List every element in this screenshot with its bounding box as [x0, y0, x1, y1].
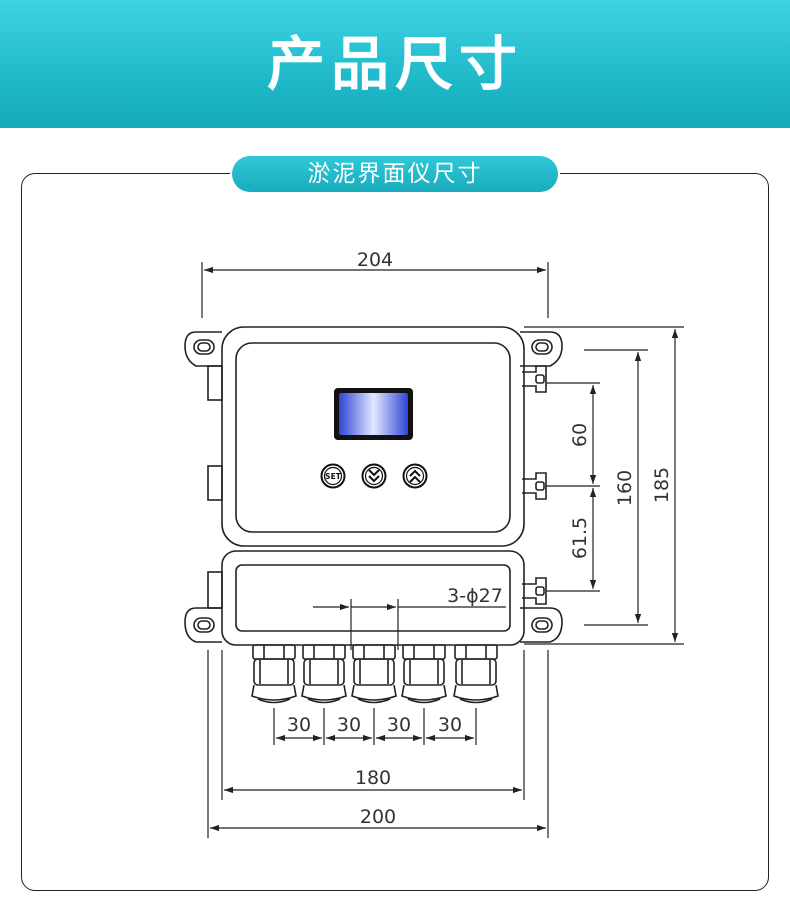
mounting-ear-top-right — [520, 331, 563, 367]
front-panel — [235, 342, 511, 533]
clamp-3 — [522, 577, 547, 605]
dim-gland-spacing: 30 — [438, 714, 462, 736]
clamp-1 — [522, 365, 547, 393]
cable-gland — [251, 644, 297, 704]
terminal-cover — [235, 564, 511, 632]
cable-gland — [453, 644, 499, 704]
cable-gland — [401, 644, 447, 704]
display-screen — [339, 393, 408, 435]
page-title: 产品尺寸 — [266, 30, 523, 98]
dim-mount-height: 160 — [614, 470, 636, 506]
chevron-double-down-icon — [361, 463, 387, 489]
mounting-ear-bottom-right — [520, 607, 563, 643]
dim-gland-spacing: 30 — [387, 714, 411, 736]
cable-gland — [301, 644, 347, 704]
dim-inner-width: 180 — [355, 767, 391, 789]
dim-bottom-width: 200 — [360, 806, 396, 828]
dim-total-height: 185 — [651, 467, 673, 503]
section-title-pill — [232, 156, 558, 192]
header-banner — [0, 0, 790, 128]
section-title: 淤泥界面仪尺寸 — [307, 161, 483, 187]
dim-hole-label: 3-ϕ27 — [447, 585, 503, 607]
dim-top-width: 204 — [357, 249, 393, 271]
dim-hole-spacing-2: 61.5 — [569, 517, 591, 559]
dim-gland-spacing: 30 — [287, 714, 311, 736]
clamp-2 — [522, 472, 547, 500]
set-button-icon — [320, 463, 346, 489]
chevron-double-up-icon — [402, 463, 428, 489]
cable-glands — [251, 644, 499, 704]
dim-gland-spacing: 30 — [337, 714, 361, 736]
dim-hole-spacing-1: 60 — [569, 423, 591, 447]
set-button-label: SET — [325, 472, 342, 481]
upper-housing — [221, 326, 525, 547]
mounting-ear-top-left — [184, 331, 222, 367]
cable-gland — [351, 644, 397, 704]
mounting-ear-bottom-left — [184, 607, 222, 643]
